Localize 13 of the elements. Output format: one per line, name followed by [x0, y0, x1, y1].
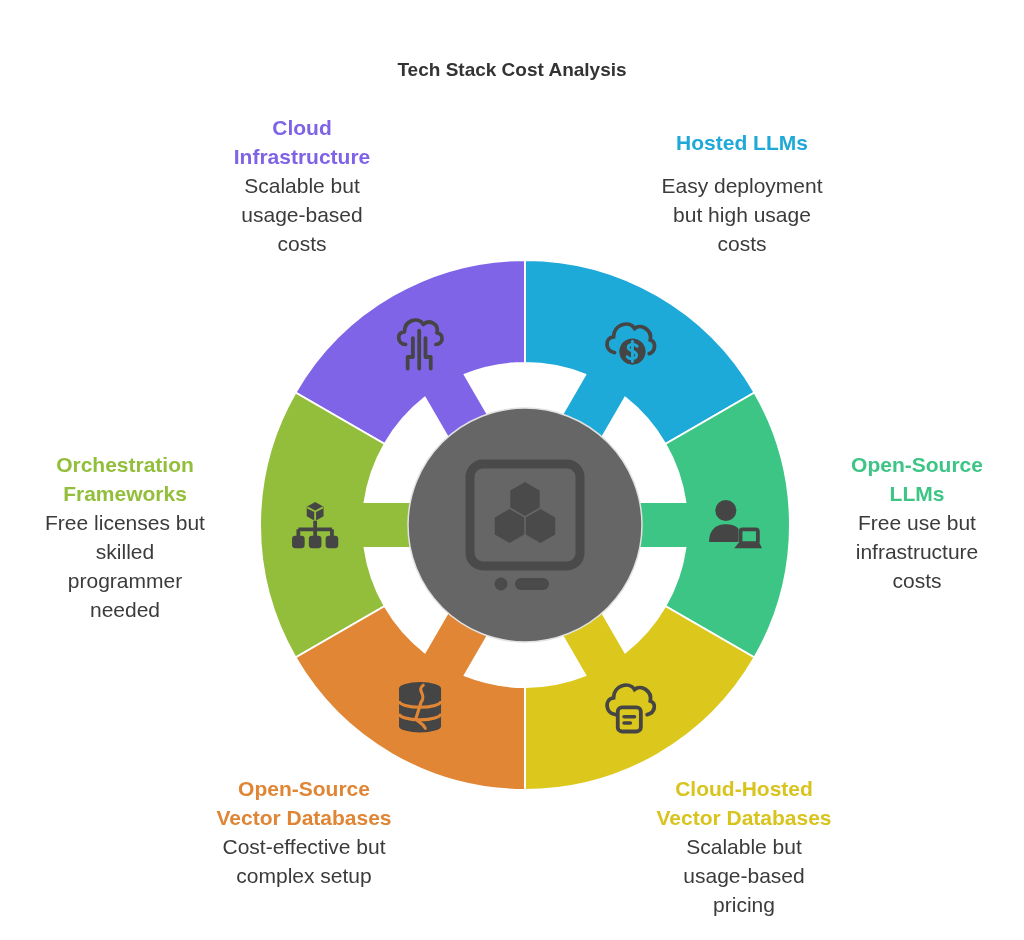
segment-title: Cloud-Hosted Vector Databases: [655, 776, 833, 831]
segment-description: Scalable but usage-based costs: [240, 173, 364, 257]
segment-title: Open-Source LLMs: [850, 452, 984, 507]
segment-title: Cloud Infrastructure: [232, 115, 372, 170]
segment-title: Orchestration Frameworks: [55, 452, 195, 507]
segment-description: Scalable but usage-based pricing: [682, 834, 806, 918]
segment-description: Easy deployment but high usage costs: [660, 173, 824, 257]
segment-description: Free use but infrastructure costs: [854, 510, 980, 594]
segment-title: Open-Source Vector Databases: [215, 776, 393, 831]
diagram-title: Tech Stack Cost Analysis: [397, 58, 627, 82]
segment-description: Cost-effective but complex setup: [221, 834, 387, 889]
segment-description: Free licenses but skilled programmer needed: [44, 510, 206, 623]
segment-title: Hosted LLMs: [675, 130, 809, 156]
